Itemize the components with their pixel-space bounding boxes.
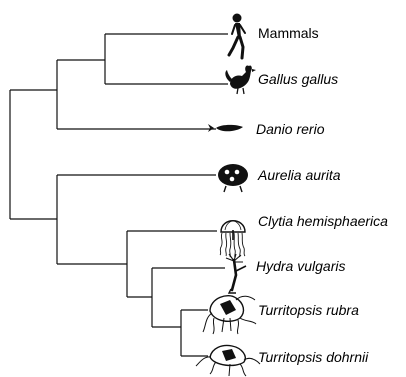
fish-silhouette-icon xyxy=(208,124,243,132)
hydra-polyp-silhouette-icon xyxy=(226,254,246,293)
taxon-label-aurelia-aurita: Aurelia aurita xyxy=(258,167,341,183)
turritopsis-medusa-silhouette-icon xyxy=(203,296,256,334)
turritopsis-medusa-silhouette-icon xyxy=(196,345,260,376)
moon-jellyfish-silhouette-icon xyxy=(218,164,248,192)
taxon-label-gallus-gallus: Gallus gallus xyxy=(258,71,338,87)
taxon-label-turritopsis-rubra: Turritopsis rubra xyxy=(258,302,359,318)
rooster-silhouette-icon xyxy=(225,65,256,94)
tree-branches xyxy=(10,34,228,356)
taxon-label-clytia-hemisphaerica: Clytia hemisphaerica xyxy=(258,213,388,229)
taxon-label-danio-rerio: Danio rerio xyxy=(256,121,324,137)
human-silhouette-icon xyxy=(229,14,245,59)
hydromedusa-silhouette-icon xyxy=(220,221,245,258)
taxon-label-turritopsis-dohrnii: Turritopsis dohrnii xyxy=(258,349,368,365)
taxon-label-hydra-vulgaris: Hydra vulgaris xyxy=(256,258,345,274)
taxon-label-mammals: Mammals xyxy=(258,25,319,41)
